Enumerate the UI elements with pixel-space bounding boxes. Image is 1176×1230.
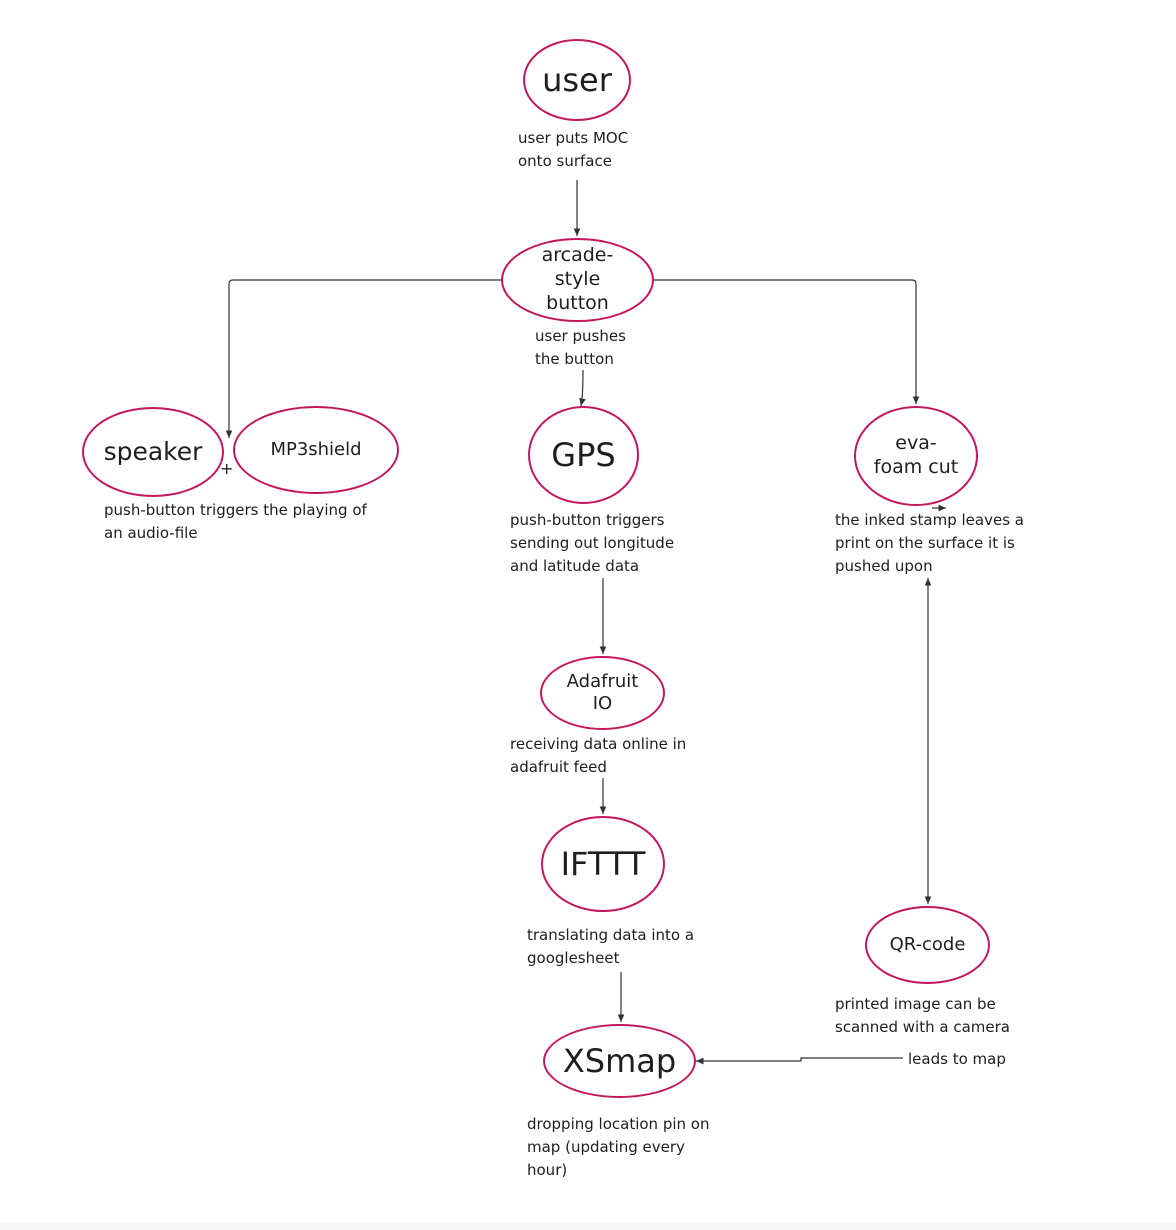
node-adafruit-io: Adafruit IO (540, 656, 665, 730)
edge-arcade-to-evafoam (653, 279, 920, 404)
edge-qrcode-to-xsmap (696, 1057, 903, 1065)
node-qrcode: QR-code (865, 906, 990, 984)
note-leads-to-map: leads to map (908, 1050, 1006, 1068)
node-mp3shield: MP3shield (233, 406, 399, 494)
node-arcade-button: arcade-style button (501, 238, 654, 322)
canvas-bottom-strip (0, 1222, 1176, 1230)
node-ifttt: IFTTT (541, 816, 665, 912)
node-evafoam: eva-foam cut (854, 406, 978, 506)
node-user: user (523, 39, 631, 121)
node-xsmap: XSmap (543, 1024, 696, 1098)
edge-arcade-to-gps (579, 369, 586, 407)
node-gps: GPS (528, 406, 639, 504)
plus-sign: + (220, 459, 234, 478)
edge-arcade-to-speaker (225, 279, 502, 438)
node-speaker: speaker (82, 407, 224, 497)
